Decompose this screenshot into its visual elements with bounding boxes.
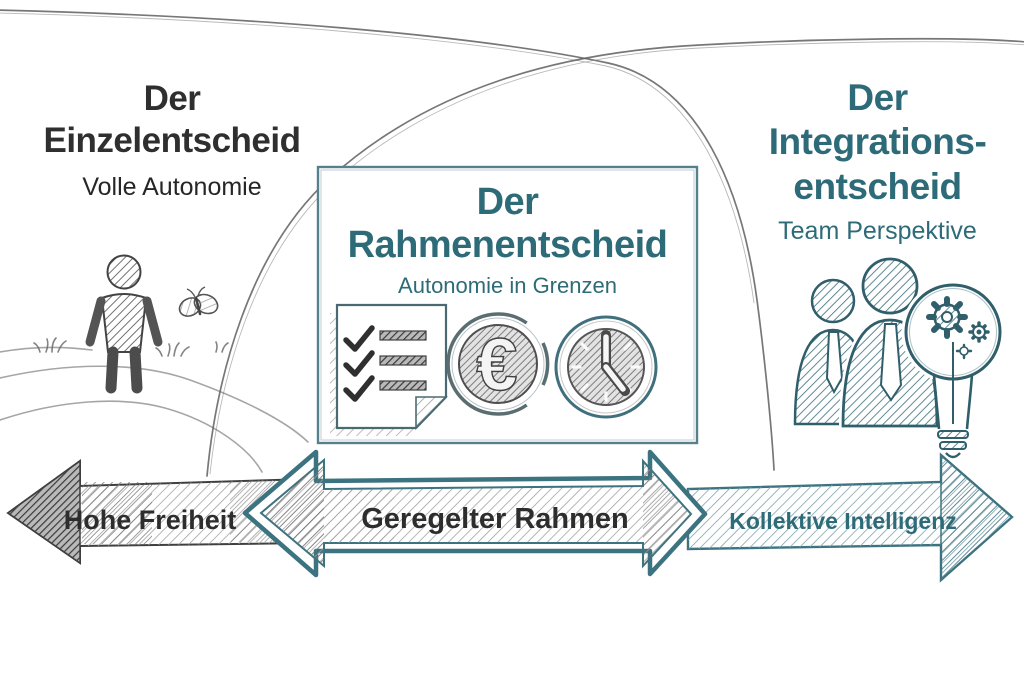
euro-symbol: € xyxy=(476,323,517,406)
left-subtitle: Volle Autonomie xyxy=(82,173,262,201)
ground-path-sketch xyxy=(0,346,309,473)
arrow-center xyxy=(242,449,708,578)
right-section-title: Der Integrations- entscheid Team Perspek… xyxy=(735,76,1020,246)
right-title-line3: entscheid xyxy=(793,165,962,207)
axis-label-center: Geregelter Rahmen xyxy=(361,503,629,535)
arrow-right xyxy=(686,452,1014,583)
team-icon xyxy=(793,255,942,430)
center-title-line1: Der xyxy=(476,181,539,223)
grass-sketch xyxy=(33,337,229,357)
arrow-left xyxy=(6,459,309,565)
butterfly-icon xyxy=(178,286,219,317)
center-section-title: Der Rahmenentscheid Autonomie in Grenzen xyxy=(318,181,697,299)
right-subtitle: Team Perspektive xyxy=(778,217,977,246)
lightbulb-gears-icon xyxy=(901,280,1005,459)
checklist-icon xyxy=(330,303,448,436)
left-title-line1: Der xyxy=(143,79,201,118)
right-title-line2: Integrations- xyxy=(768,121,987,163)
axis-label-right: Kollektive Intelligenz xyxy=(729,508,957,534)
right-title-line1: Der xyxy=(847,77,908,118)
person-icon xyxy=(85,254,163,394)
euro-coin-icon: € xyxy=(446,312,550,416)
center-title-line2: Rahmenentscheid xyxy=(347,223,668,266)
axis-label-left: Hohe Freiheit xyxy=(63,505,237,535)
left-section-title: Der Einzelentscheid Volle Autonomie xyxy=(22,78,322,202)
clock-icon xyxy=(554,315,658,419)
background-arcs-sketch xyxy=(0,9,1024,477)
left-title-line2: Einzelentscheid xyxy=(43,121,301,160)
center-subtitle: Autonomie in Grenzen xyxy=(398,273,617,299)
